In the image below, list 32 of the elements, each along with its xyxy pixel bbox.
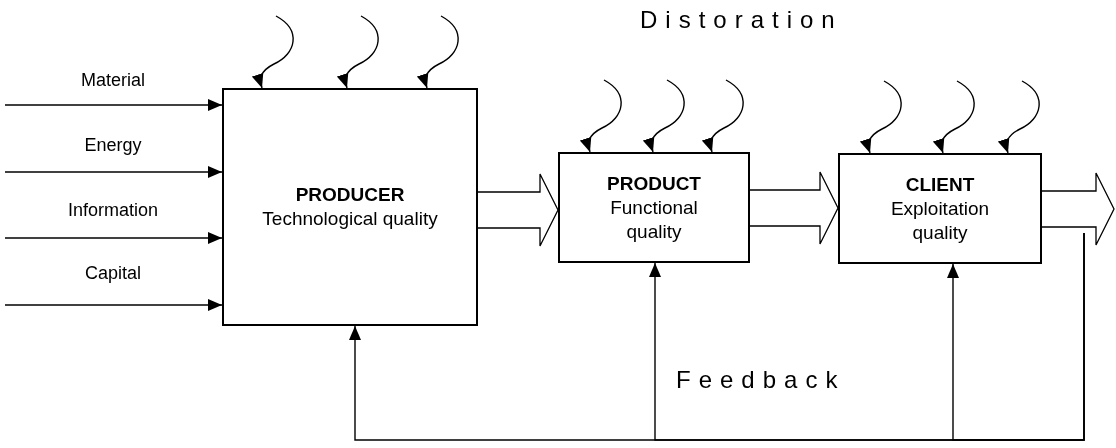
- process-box: [222, 88, 478, 326]
- wavy-arrow: [337, 15, 379, 89]
- edge-label: Material: [81, 70, 145, 91]
- wavy-arrow: [252, 15, 294, 89]
- arrow: [4, 299, 223, 311]
- block-arrow: [1041, 172, 1115, 246]
- wavy-arrow: [860, 80, 902, 154]
- wavy-arrow: [998, 80, 1040, 154]
- wavy-arrow: [643, 79, 685, 153]
- edge-label: Information: [68, 200, 158, 221]
- wavy-arrow: [580, 79, 622, 153]
- node-heading: CLIENT: [905, 172, 975, 197]
- arrow: [4, 99, 223, 111]
- wavy-arrow: [702, 79, 744, 153]
- node-text: Functional quality: [609, 195, 699, 244]
- block-arrow: [749, 171, 839, 245]
- feedback-arrow: [947, 232, 1085, 441]
- node-text: Technological quality: [262, 207, 438, 231]
- arrow: [4, 166, 223, 178]
- block-arrow: [477, 173, 559, 247]
- wavy-arrow: [417, 15, 459, 89]
- annotation-text: Distoration: [640, 6, 843, 34]
- node-heading: PRODUCT: [607, 171, 701, 196]
- wavy-arrow: [933, 80, 975, 154]
- annotation-text: Feedback: [676, 366, 846, 394]
- arrow: [4, 232, 223, 244]
- edge-label: Energy: [84, 135, 142, 156]
- process-box: [838, 153, 1042, 264]
- process-box: [558, 152, 750, 263]
- node-text: Exploitation quality: [889, 196, 991, 245]
- node-heading: PRODUCER: [295, 183, 405, 207]
- edge-label: Capital: [85, 263, 141, 284]
